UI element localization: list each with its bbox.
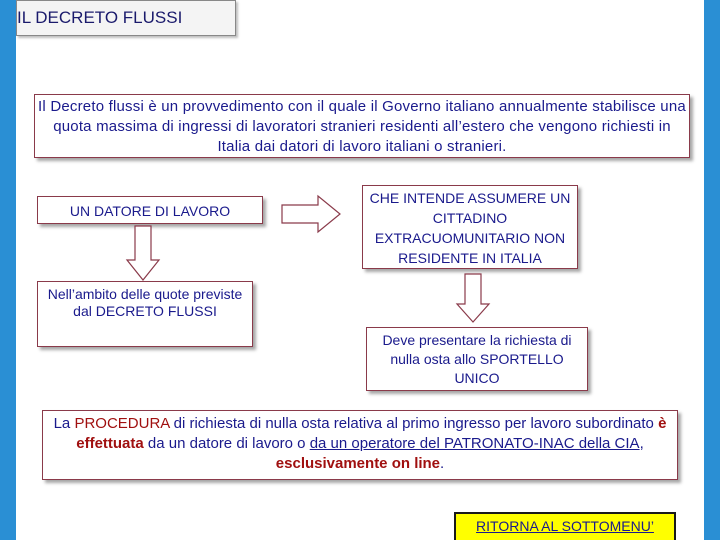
intro-text-box: Il Decreto flussi è un provvedimento con… (34, 94, 690, 158)
procedure-text: , (639, 435, 644, 452)
arrow-down-icon (455, 273, 491, 323)
procedure-emphasis: è effettuata (76, 415, 667, 452)
arrow-right-icon (281, 194, 341, 234)
back-to-submenu-button[interactable]: RITORNA AL SOTTOMENU’ (454, 512, 676, 540)
page-title: IL DECRETO FLUSSI (16, 0, 236, 36)
arrow-down-icon (125, 225, 161, 281)
patronato-link-text: da un operatore del PATRONATO-INAC della… (309, 435, 640, 452)
procedure-text: di richiesta di nulla osta relativa al p… (169, 415, 659, 432)
procedure-emphasis: esclusivamente on line (275, 455, 441, 472)
procedure-box: La PROCEDURA di richiesta di nulla osta … (42, 410, 678, 480)
employer-box: UN DATORE DI LAVORO (37, 196, 263, 224)
procedure-text: La (53, 415, 75, 432)
present-request-box: Deve presentare la richiesta di nulla os… (366, 327, 588, 391)
quota-box: Nell’ambito delle quote previste dal DEC… (37, 281, 253, 347)
procedure-text: . (440, 455, 445, 472)
slide: IL DECRETO FLUSSI Il Decreto flussi è un… (16, 0, 704, 540)
hire-intent-box: CHE INTENDE ASSUMERE UN CITTADINO EXTRAC… (362, 185, 578, 269)
procedure-keyword: PROCEDURA (74, 415, 170, 432)
procedure-text: da un datore di lavoro o (143, 435, 310, 452)
